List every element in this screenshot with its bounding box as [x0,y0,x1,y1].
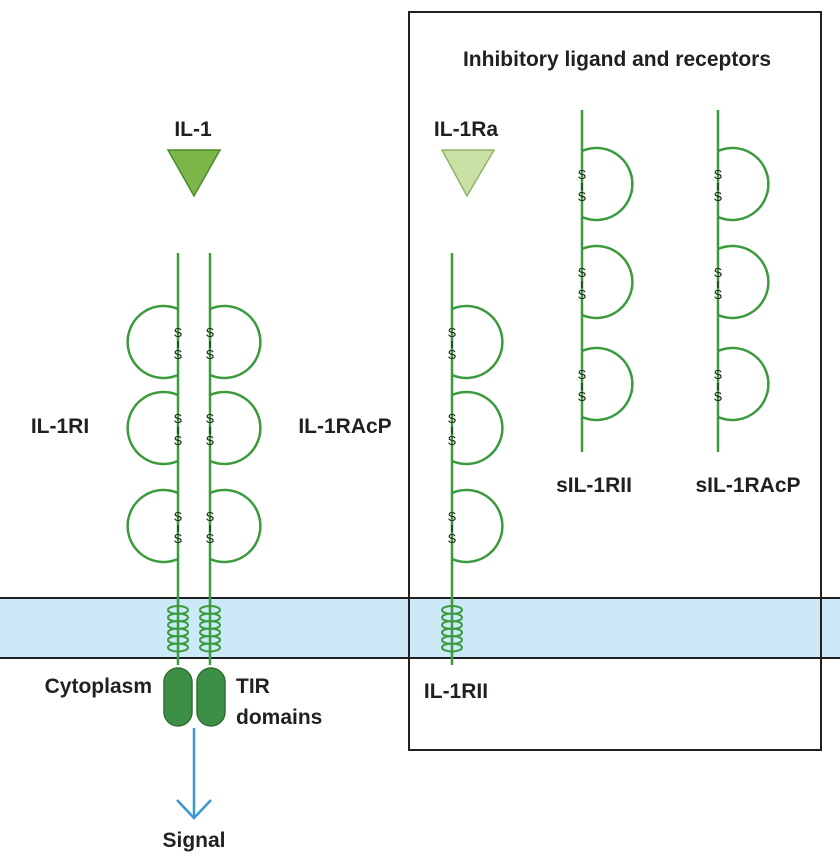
sil1racp-disulfide-s: S [714,167,723,182]
sil1rii-ig-loop [581,346,634,422]
il1ri-disulfide-s: S [174,433,183,448]
sil1racp-ig-loop [717,146,770,222]
sil1racp-disulfide-s: S [714,389,723,404]
il1racp-ig-loop [209,304,262,380]
sil1racp-disulfide-s: S [714,287,723,302]
il1racp-disulfide-s: S [206,531,215,546]
il1ri-transmembrane-coil [167,642,189,653]
sil1racp-ig-loop [717,244,770,320]
il1racp-label: IL-1RAcP [298,415,391,438]
il1-ligand-triangle [166,149,222,198]
il1ri-label: IL-1RI [31,415,89,438]
il1rii-disulfide-s: S [448,509,457,524]
il1rii-disulfide-s: S [448,347,457,362]
il1racp-disulfide-s: S [206,325,215,340]
tir-label-line1: TIR [236,675,270,698]
il1racp-disulfide-s: S [206,509,215,524]
sil1rii-disulfide-s: S [578,167,587,182]
inhibitory-box [408,11,822,751]
sil1rii-disulfide-s: S [578,389,587,404]
sil1rii-disulfide-s: S [578,367,587,382]
il1ri-ig-loop [126,488,179,564]
il1racp-disulfide-s: S [206,411,215,426]
tir-domain-left [163,667,193,727]
il1ri-disulfide-s: S [174,411,183,426]
sil1rii-label: sIL-1RII [556,474,632,497]
sil1rii-ig-loop [581,244,634,320]
il1-label: IL-1 [174,118,212,141]
sil1rii-ig-loop [581,146,634,222]
sil1rii-disulfide-s: S [578,189,587,204]
il1ri-ig-loop [126,390,179,466]
il1ri-ig-loop [126,304,179,380]
sil1racp-disulfide-s: S [714,367,723,382]
signal-arrow [176,728,212,820]
sil1racp-disulfide-s: S [714,265,723,280]
inhibitory-box-title: Inhibitory ligand and receptors [463,48,771,71]
il1rii-ig-loop [451,390,504,466]
cell-membrane [0,598,840,658]
cytoplasm-label: Cytoplasm [45,675,152,698]
il1ra-ligand-triangle [440,149,496,198]
il1rii-disulfide-s: S [448,531,457,546]
il1rii-transmembrane-coil [441,642,463,653]
il1racp-transmembrane-coil [199,642,221,653]
sil1rii-disulfide-s: S [578,287,587,302]
il1racp-ig-loop [209,390,262,466]
il1rii-disulfide-s: S [448,325,457,340]
il1rii-ig-loop [451,488,504,564]
tir-domain-right [196,667,226,727]
il1rii-ig-loop [451,304,504,380]
il1rii-disulfide-s: S [448,411,457,426]
il1racp-disulfide-s: S [206,347,215,362]
sil1racp-ig-loop [717,346,770,422]
tir-label-line2: domains [236,706,322,729]
il1ri-disulfide-s: S [174,325,183,340]
signal-label: Signal [162,829,225,852]
sil1rii-disulfide-s: S [578,265,587,280]
il1ra-label: IL-1Ra [434,118,499,141]
sil1racp-label: sIL-1RAcP [695,474,800,497]
sil1racp-disulfide-s: S [714,189,723,204]
il1racp-disulfide-s: S [206,433,215,448]
il1ri-disulfide-s: S [174,509,183,524]
il1ri-disulfide-s: S [174,531,183,546]
il1ri-disulfide-s: S [174,347,183,362]
il1rii-label: IL-1RII [424,680,488,703]
il1rii-disulfide-s: S [448,433,457,448]
il1racp-ig-loop [209,488,262,564]
